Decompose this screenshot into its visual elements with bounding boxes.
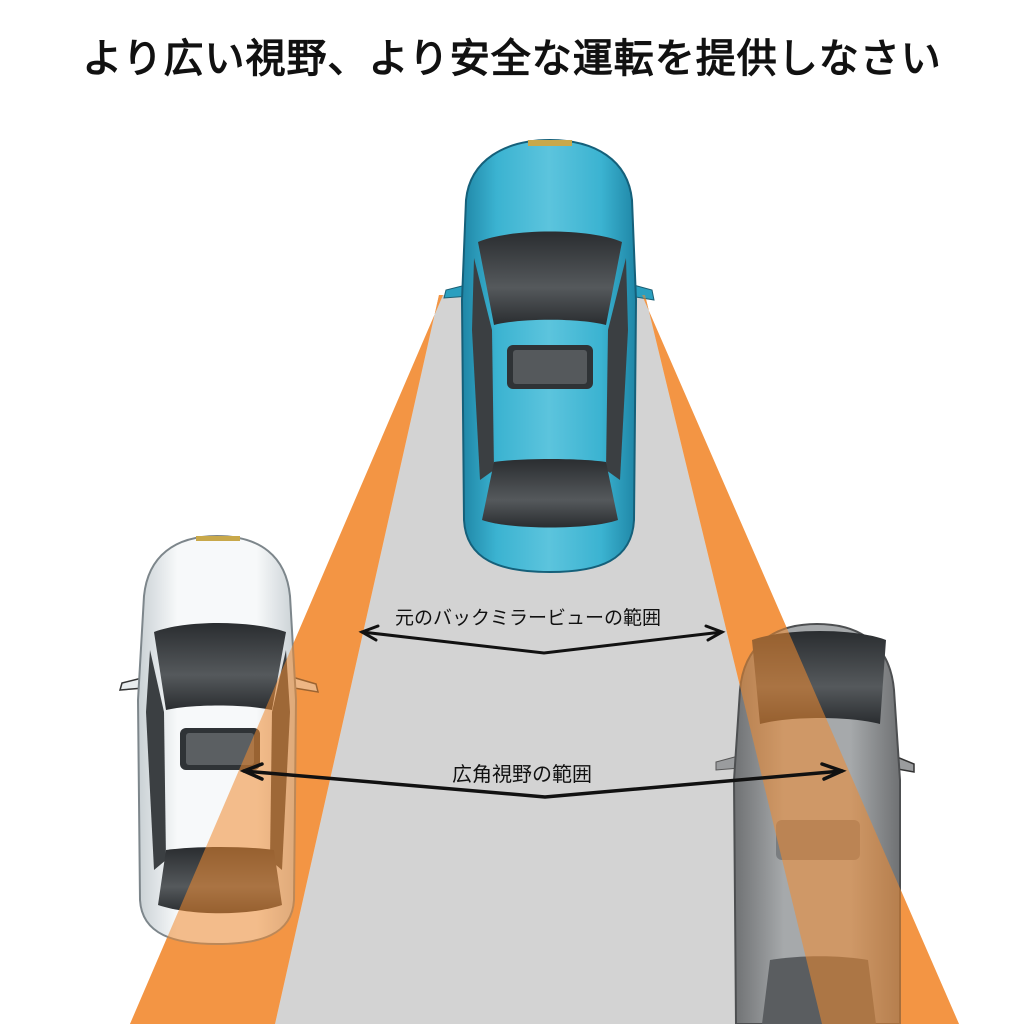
wide-range-arrow [239,762,847,799]
original-range-arrow [358,624,726,655]
left-cone-overlay [130,295,443,1024]
original-mirror-range-label: 元のバックミラービューの範囲 [395,607,662,629]
original-view-region [275,295,822,1024]
right-cone-overlay [642,295,959,1024]
wide-angle-range-label: 広角視野の範囲 [452,762,592,786]
main-car [443,138,655,574]
page-title: より広い視野、より安全な運転を提供しなさい [82,36,942,82]
